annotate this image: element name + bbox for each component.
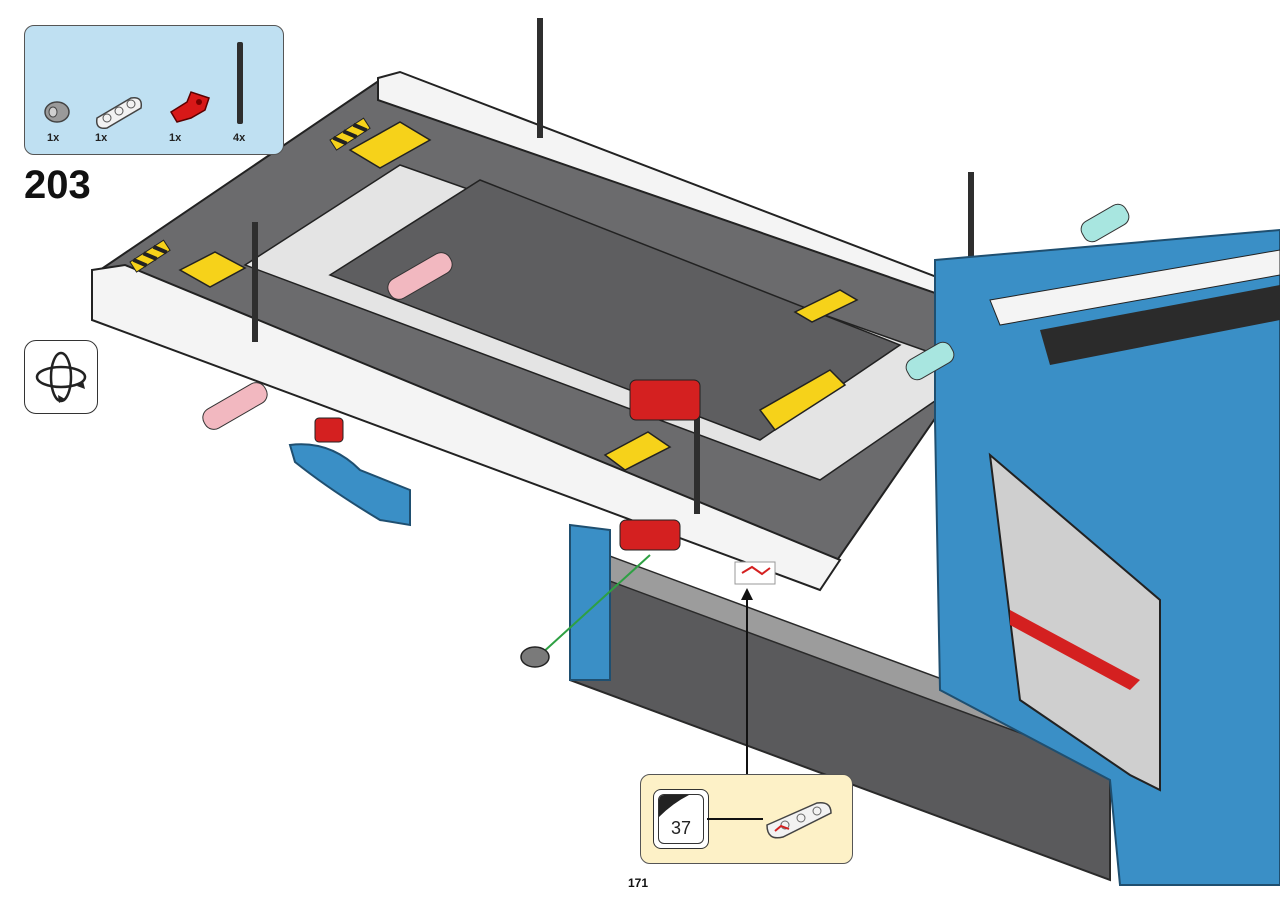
bush-part-icon (44, 101, 70, 123)
blue-wheel-arch-left (288, 443, 411, 527)
axle-post-4 (694, 392, 700, 514)
part-qty: 1x (47, 132, 60, 144)
sticker-number: 37 (670, 818, 692, 838)
hazard-stripe-front (129, 239, 171, 273)
sticker-application-diagram (707, 801, 832, 839)
model-sticker (734, 561, 776, 585)
cab-red-stripe (1010, 610, 1140, 690)
assembly-guide-line (539, 554, 651, 656)
yellow-tile-4 (603, 431, 672, 471)
yellow-lever (758, 369, 847, 432)
yellow-tile-3 (793, 289, 859, 323)
blue-side-panel (569, 523, 611, 681)
deck-inner-beams (328, 179, 902, 441)
parts-list: 1x 1x 1x 4x (24, 25, 284, 155)
transparent-light-1 (1080, 203, 1130, 243)
cab-top-beam (989, 249, 1280, 326)
cab-black-beams (1040, 285, 1280, 365)
sticker-peel-icon (659, 795, 689, 817)
pink-hub-1 (387, 252, 453, 300)
cab-door-panel (988, 452, 1161, 792)
red-connector-small (314, 417, 344, 443)
axle-post-3 (252, 222, 258, 342)
sticker-id-badge: 37 (653, 789, 709, 849)
pink-hub-2 (202, 382, 268, 430)
axle-part-icon (237, 42, 243, 124)
red-part-1 (619, 519, 681, 551)
part-qty: 4x (233, 132, 246, 144)
yellow-tile-2 (348, 121, 432, 169)
part-qty: 1x (169, 132, 182, 144)
step-number: 203 (24, 163, 91, 207)
sticker-callout: 37 (640, 774, 853, 864)
hazard-stripe-back (329, 117, 371, 151)
yellow-tile-1 (178, 251, 247, 288)
white-front-beam (91, 263, 842, 592)
rotate-model-icon (24, 340, 98, 414)
transparent-light-2 (905, 341, 955, 381)
loose-bush (520, 646, 550, 668)
axle-post-1 (537, 18, 543, 138)
page-number: 171 (628, 876, 649, 890)
beam-3-part-icon (95, 96, 143, 130)
callout-arrow-head (741, 588, 753, 600)
axle-post-2 (968, 172, 974, 292)
part-qty: 1x (95, 132, 108, 144)
red-part-2 (629, 379, 701, 421)
angle-connector-part-icon (169, 91, 210, 123)
